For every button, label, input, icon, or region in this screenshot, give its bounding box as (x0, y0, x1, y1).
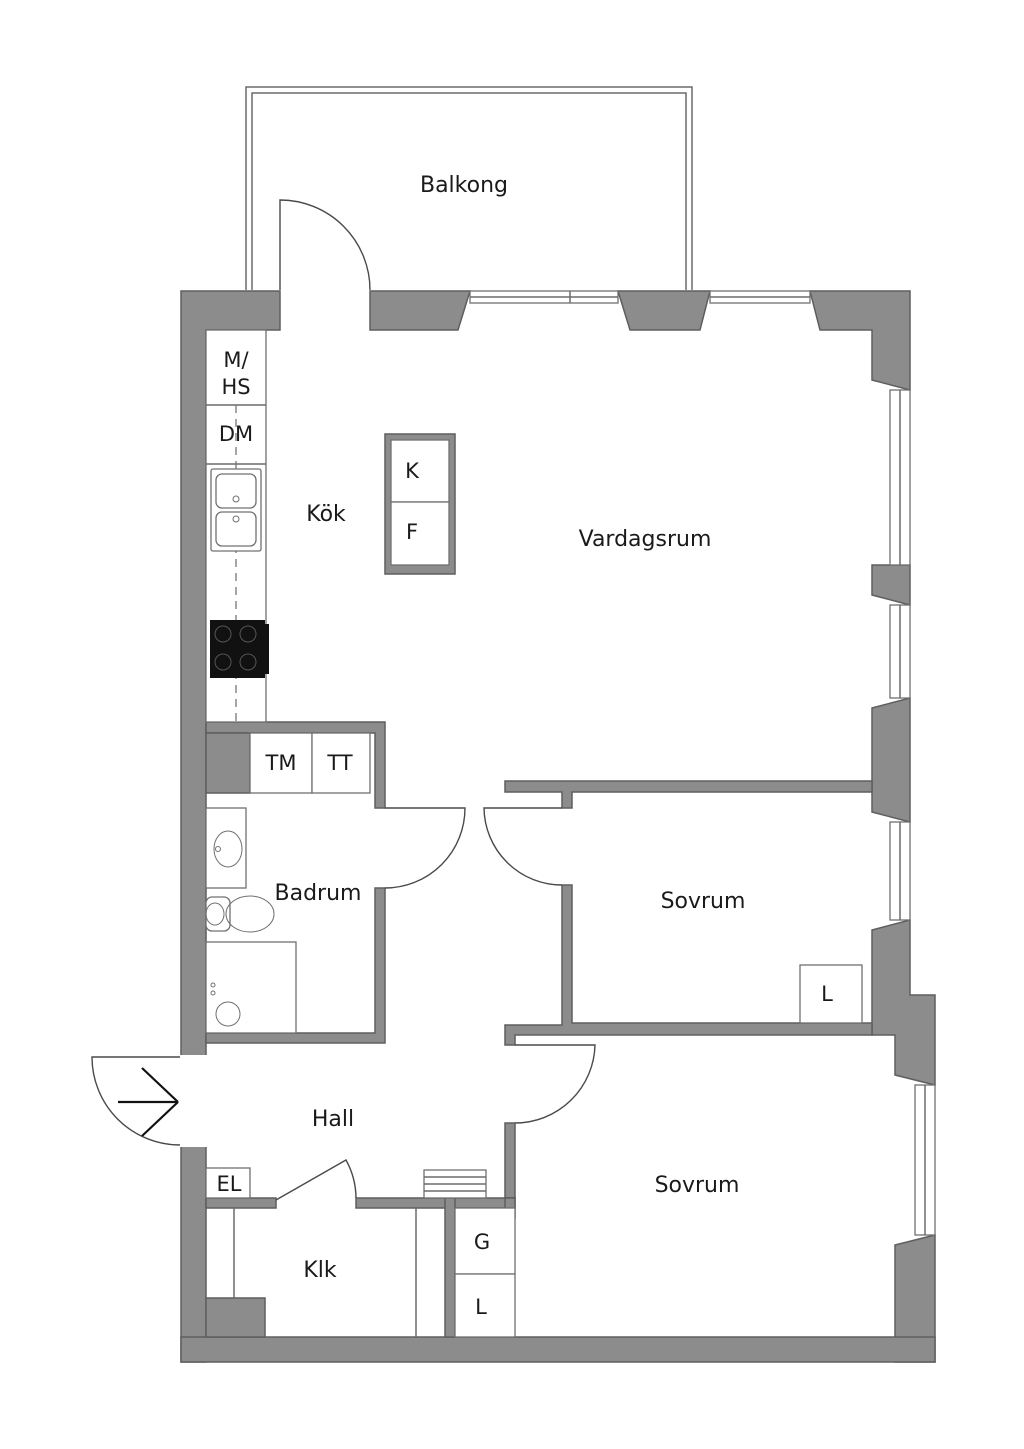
label-l-hall: L (475, 1295, 487, 1319)
radiator-icon (423, 1169, 487, 1199)
interior-walls (205, 721, 873, 1338)
laundry-area (249, 732, 371, 794)
toilet-icon (205, 895, 275, 933)
label-f: F (406, 520, 418, 544)
label-tm: TM (265, 751, 297, 775)
label-g: G (474, 1230, 490, 1254)
shower-drain-icon (205, 941, 297, 1034)
label-k: K (405, 459, 420, 483)
doors (91, 199, 596, 1201)
wardrobe-sovrum (799, 964, 863, 1024)
balcony (245, 86, 693, 290)
exterior-walls (180, 290, 936, 1363)
electrical-cabinet (205, 1167, 251, 1199)
label-tt: TT (326, 751, 352, 775)
entrance-arrow-icon (118, 1067, 179, 1137)
windows (469, 290, 936, 1236)
room-label-kok: Kök (306, 502, 346, 527)
label-el: EL (217, 1172, 242, 1196)
label-mhs-line1: M/ (223, 348, 249, 372)
label-dm: DM (219, 422, 253, 446)
washbasin-icon (205, 807, 247, 889)
label-l-sovrum: L (821, 982, 833, 1006)
kitchen-island (384, 433, 456, 575)
label-mhs-line2: HS (221, 375, 250, 399)
sink-icon (210, 468, 262, 552)
room-label-vardagsrum: Vardagsrum (579, 527, 712, 552)
room-label-balkong: Balkong (420, 173, 508, 198)
room-label-klk: Klk (303, 1258, 337, 1283)
closet-shelves (233, 1208, 417, 1337)
room-label-sovrum-2: Sovrum (655, 1173, 740, 1198)
room-label-hall: Hall (312, 1107, 354, 1132)
hall-storage (454, 1207, 516, 1338)
stove-icon (210, 620, 269, 678)
room-label-sovrum-1: Sovrum (661, 889, 746, 914)
room-label-badrum: Badrum (275, 881, 362, 906)
